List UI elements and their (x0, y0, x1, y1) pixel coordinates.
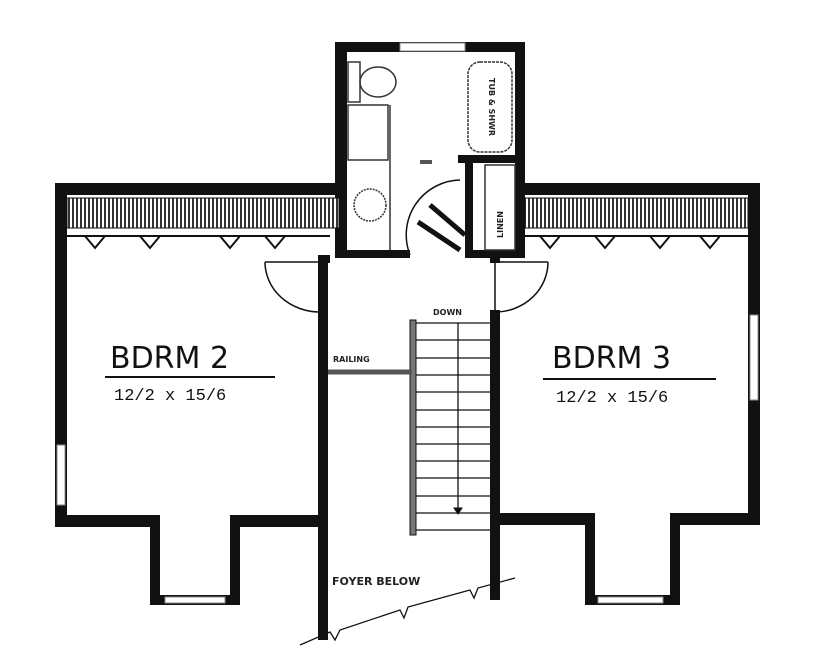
bath-fixtures (347, 61, 516, 251)
room-name-bdrm3: BDRM 3 (552, 341, 671, 376)
stair-down-label: DOWN (433, 308, 462, 317)
room-name-bdrm2: BDRM 2 (110, 341, 229, 376)
foyer-below-label: FOYER BELOW (332, 575, 420, 588)
closet-shelf-bdrm3 (524, 197, 749, 229)
tub-shower-label: TUB & SHWR (487, 78, 496, 136)
linen-label: LINEN (496, 211, 505, 238)
room-size-bdrm3: 12/2 x 15/6 (556, 389, 668, 408)
doors (264, 179, 549, 313)
closet-bifold-doors (67, 235, 748, 250)
washer-icon (353, 188, 387, 222)
staircase (328, 319, 490, 536)
railing-label: RAILING (333, 355, 370, 364)
toilet-icon (359, 66, 397, 98)
windows (56, 42, 759, 604)
down-arrow-icon (453, 507, 463, 515)
bathtub-icon (467, 61, 513, 153)
room-size-bdrm2: 12/2 x 15/6 (114, 387, 226, 406)
foyer-break-line (299, 577, 516, 646)
closet-shelf-bdrm2 (66, 197, 340, 229)
